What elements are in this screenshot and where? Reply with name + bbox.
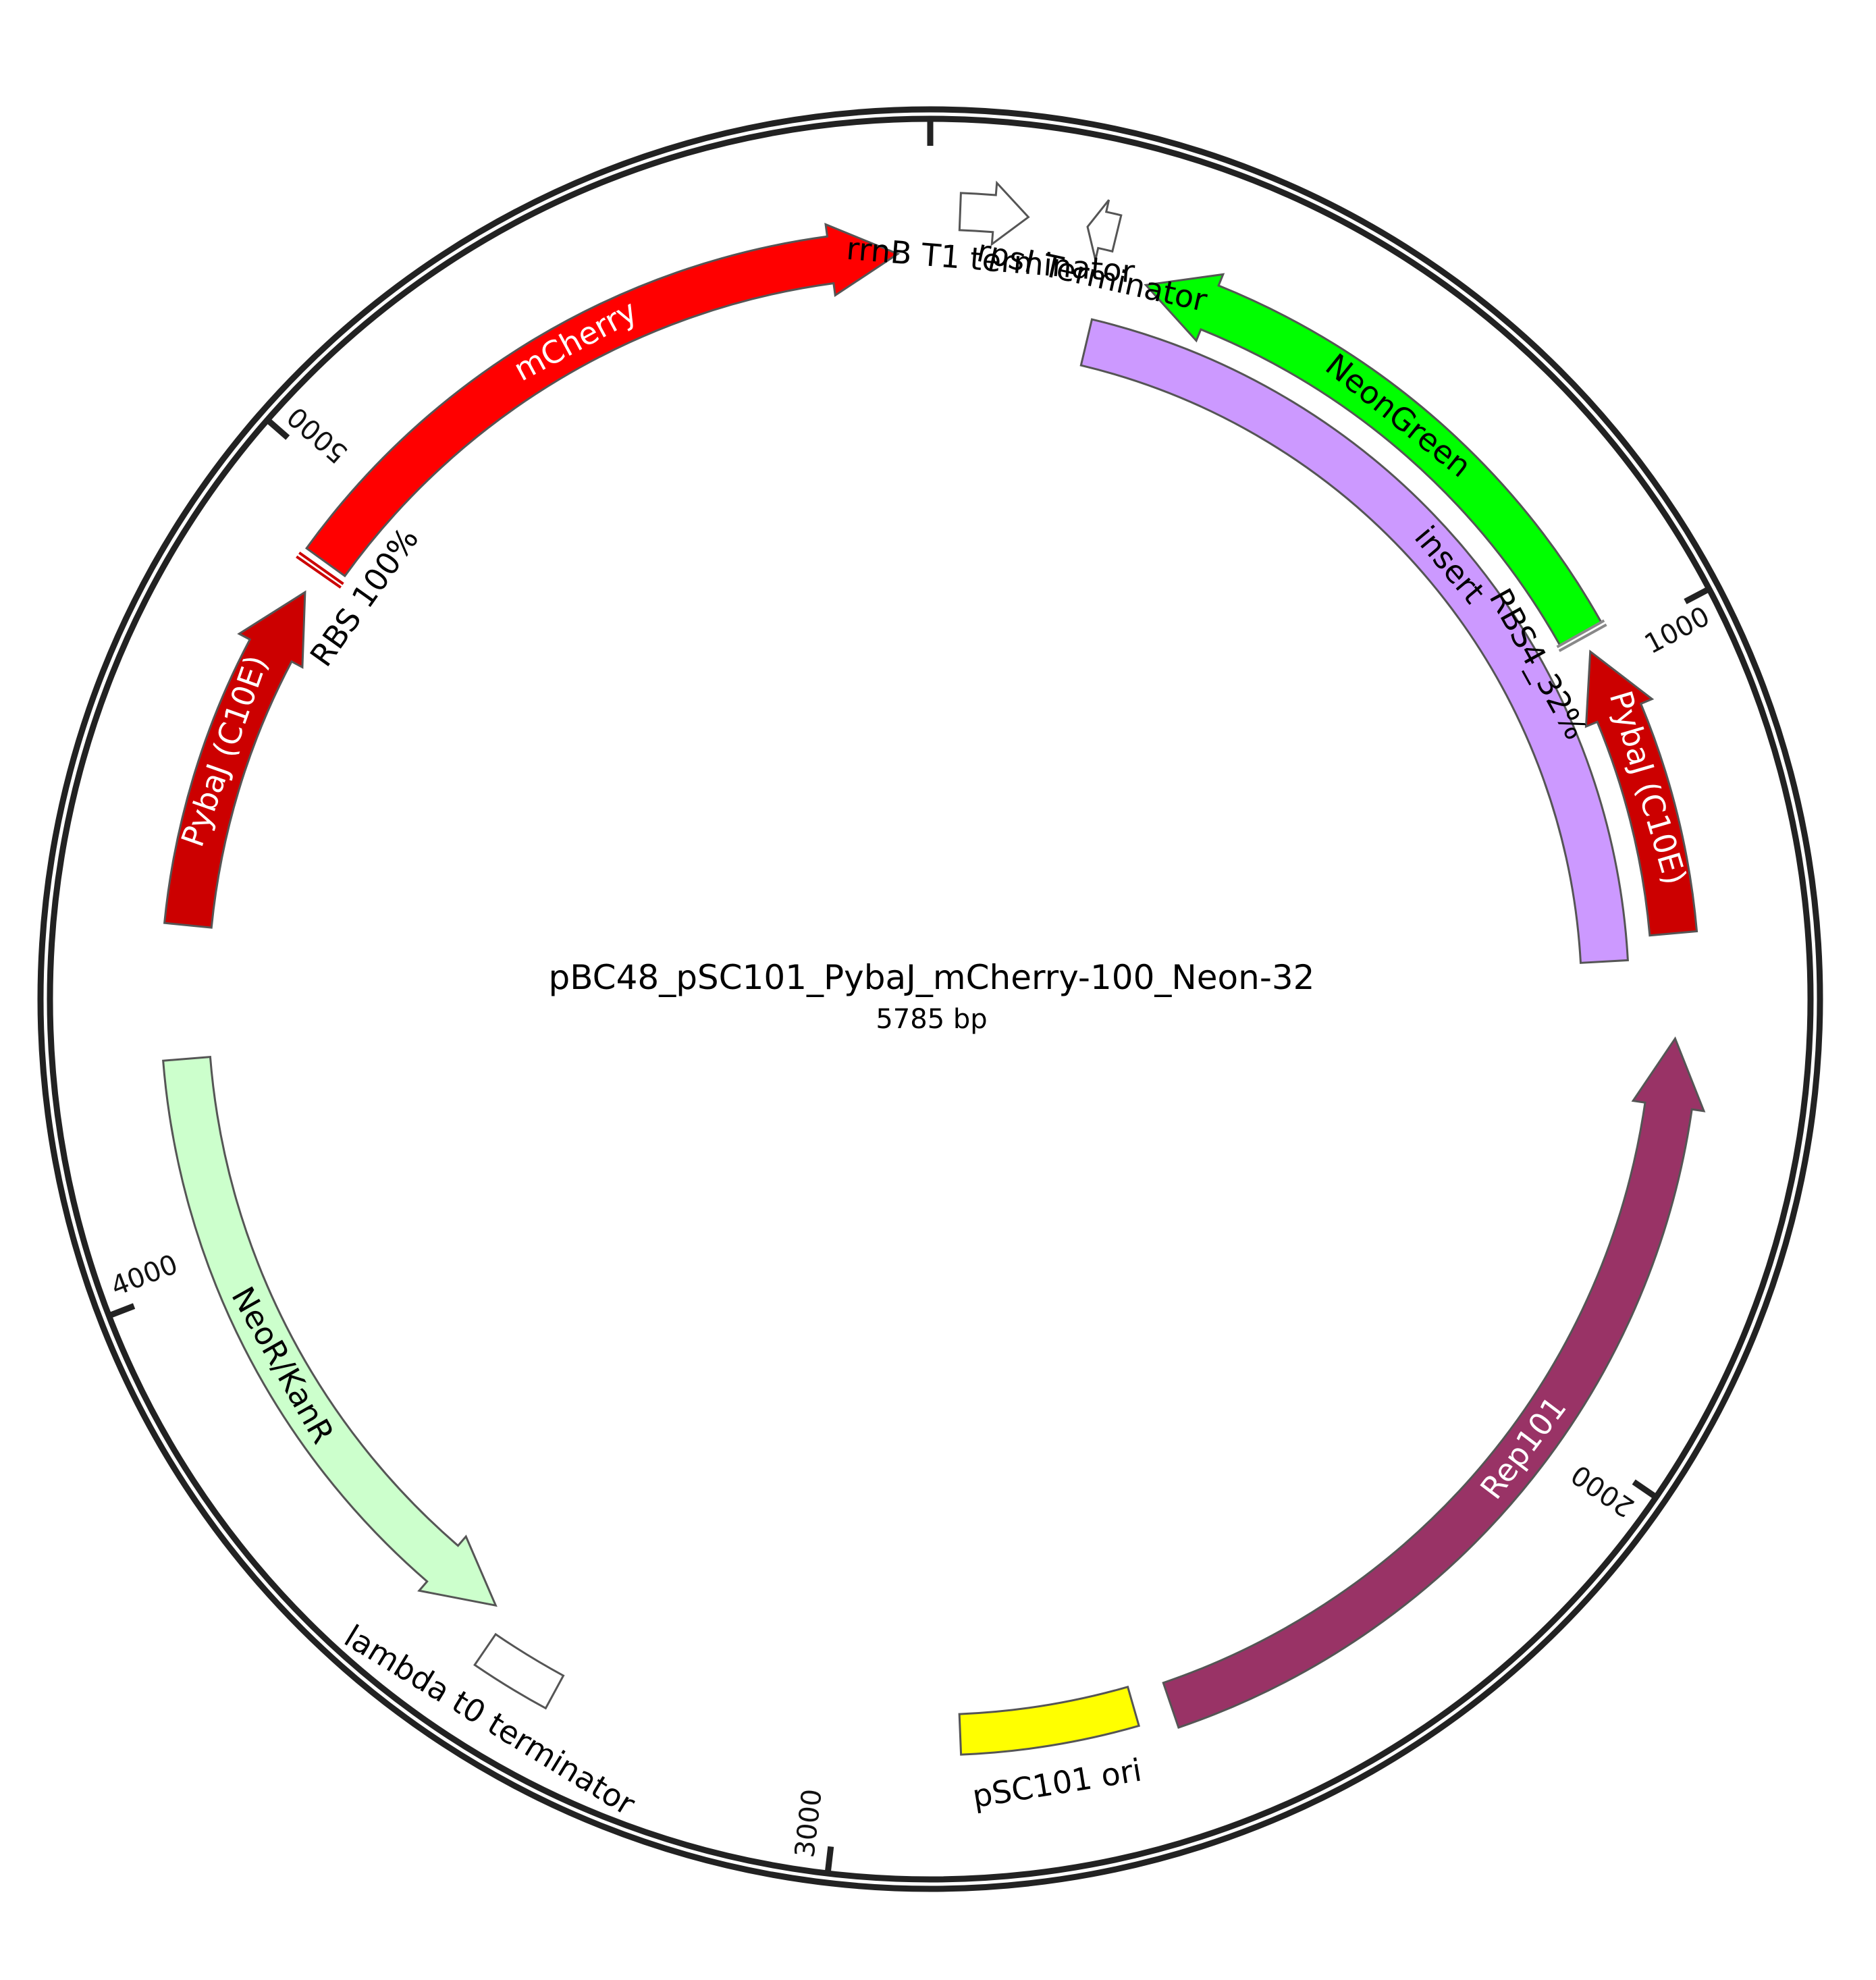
backbone-inner-ring bbox=[47, 115, 1814, 1883]
tick-mark bbox=[1684, 586, 1711, 605]
feature-psc101-ori[interactable] bbox=[958, 1685, 1141, 1756]
feature-label-psc101-ori: pSC101 ori bbox=[970, 1752, 1144, 1815]
tick-label: 5000 bbox=[282, 400, 354, 469]
tick-mark bbox=[265, 417, 290, 440]
feature-rrnb-t1-terminator[interactable] bbox=[958, 180, 1030, 246]
feature-neor-kanr[interactable] bbox=[162, 1056, 498, 1607]
feature-pybaj-c10e-left[interactable] bbox=[163, 590, 306, 929]
tick-label: 4000 bbox=[107, 1249, 182, 1303]
tick-label: 1000 bbox=[1640, 601, 1715, 660]
feature-rep101[interactable] bbox=[1162, 1036, 1706, 1729]
feature-pybaj-c10e-right[interactable] bbox=[1584, 649, 1698, 937]
plasmid-size: 5785 bp bbox=[876, 1004, 987, 1035]
feature-mcherry[interactable] bbox=[304, 223, 901, 578]
feature-label-neor-kanr: NeoR/KanR bbox=[224, 1281, 341, 1449]
feature-rpsi-terminator[interactable] bbox=[1086, 199, 1123, 261]
feature-insert[interactable] bbox=[1079, 318, 1629, 964]
plasmid-backbone bbox=[37, 106, 1823, 1892]
feature-rbs4-32-mark[interactable] bbox=[1556, 619, 1605, 649]
feature-lambda-t0-terminator[interactable] bbox=[473, 1632, 565, 1710]
tick-label: 3000 bbox=[789, 1788, 828, 1859]
tick-mark bbox=[107, 1303, 136, 1319]
feature-rbs-100-mark[interactable] bbox=[296, 555, 342, 589]
feature-rbs-100-mark[interactable] bbox=[298, 552, 344, 585]
tick-label: 2000 bbox=[1565, 1458, 1640, 1523]
tick-mark bbox=[1632, 1479, 1658, 1500]
plasmid-name: pBC48_pSC101_PybaJ_mCherry-100_Neon-32 bbox=[549, 958, 1315, 997]
backbone-outer-ring bbox=[37, 106, 1823, 1892]
tick-mark bbox=[824, 1846, 834, 1874]
feature-rbs4-32-mark[interactable] bbox=[1558, 623, 1607, 652]
feature-arcs bbox=[162, 180, 1706, 1756]
